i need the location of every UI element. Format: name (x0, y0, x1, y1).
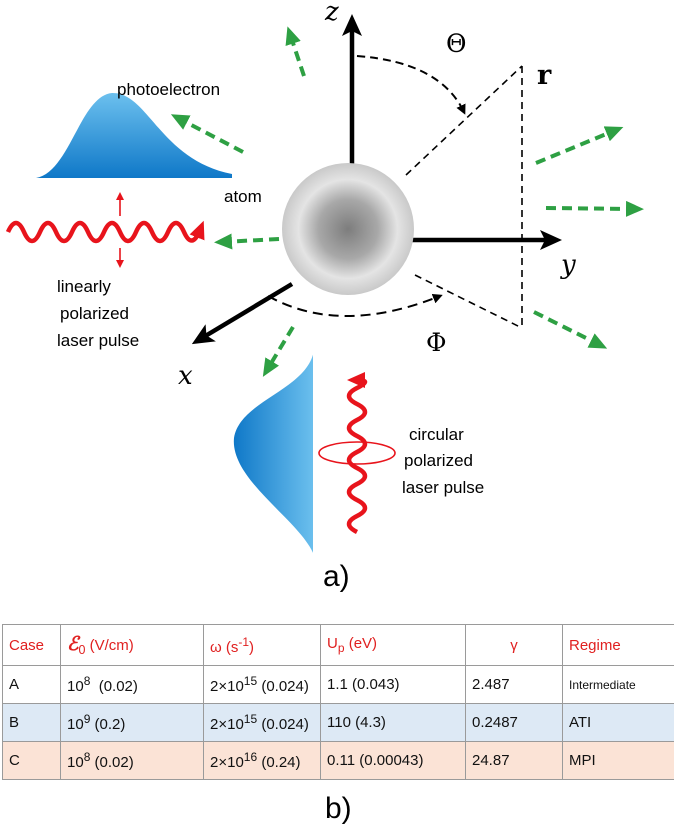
omega-pre: 2×10 (210, 716, 244, 733)
field-exp: 9 (83, 712, 91, 726)
omega-exp: 15 (243, 712, 258, 726)
atom-sphere (282, 163, 414, 295)
omega-exp: 16 (243, 750, 258, 764)
field-subscript: 0 (78, 643, 86, 657)
theta-arc (356, 55, 466, 115)
cell-regime: ATI (562, 703, 674, 742)
omega-close: ) (249, 638, 255, 656)
field-base: 10 (67, 678, 84, 695)
table-row: A 108 (0.02) 2×1015 (0.024) 1.1 (0.043) … (2, 665, 674, 704)
field-rest: (0.2) (90, 716, 126, 733)
header-case: Case (2, 624, 61, 666)
circular-pulse-label-1: circular (409, 425, 464, 444)
omega-rest: (0.024) (257, 716, 309, 733)
parameters-table-container: Case ℰ0 (V/cm) ω (s-1) Up (eV) γ Regime … (2, 624, 674, 780)
photoionization-diagram: z y x r Θ Φ photoelectron atom linearly … (5, 0, 644, 556)
green-arrow (545, 200, 644, 217)
linear-pulse-label-3: laser pulse (57, 331, 139, 350)
cell-gamma: 24.87 (465, 741, 563, 780)
omega-pre: 2×10 (210, 754, 244, 771)
cell-case: B (2, 703, 61, 742)
omega-rest: (0.024) (257, 678, 309, 695)
field-exp: 8 (83, 750, 91, 764)
green-arrow (285, 26, 306, 77)
parameters-table: Case ℰ0 (V/cm) ω (s-1) Up (eV) γ Regime … (2, 624, 674, 780)
cell-gamma: 0.2487 (465, 703, 563, 742)
green-arrow (262, 325, 295, 377)
linear-pulse-label-1: linearly (57, 277, 111, 296)
header-up: Up (eV) (320, 624, 466, 666)
cell-regime: MPI (562, 741, 674, 780)
circular-pulse-label-3: laser pulse (402, 478, 484, 497)
table-row: C 108 (0.02) 2×1016 (0.24) 0.11 (0.00043… (2, 741, 674, 780)
field-base: 10 (67, 754, 84, 771)
header-field: ℰ0 (V/cm) (60, 624, 204, 666)
phi-arc (267, 293, 443, 317)
r-vector-label: r (537, 60, 552, 91)
r-vector-line (405, 65, 523, 176)
table-row: B 109 (0.2) 2×1015 (0.024) 110 (4.3) 0.2… (2, 703, 674, 742)
field-rest: (0.02) (90, 754, 134, 771)
cell-gamma: 2.487 (465, 665, 563, 704)
coordinate-axes (191, 14, 562, 345)
linear-pulse-wave (5, 220, 205, 244)
omega-rest: (0.24) (257, 754, 301, 771)
x-axis (191, 282, 294, 345)
green-arrow (535, 126, 624, 165)
field-rest: (0.02) (90, 678, 138, 695)
atom-label: atom (224, 187, 262, 206)
table-header-row: Case ℰ0 (V/cm) ω (s-1) Up (eV) γ Regime (2, 624, 674, 666)
photoelectron-arrows (170, 26, 644, 377)
cell-omega: 2×1015 (0.024) (203, 703, 321, 742)
photoelectron-distribution-vertical (233, 350, 314, 555)
theta-label: Θ (446, 29, 467, 58)
photoelectron-distribution-horizontal (36, 92, 232, 178)
omega-sup: -1 (238, 634, 250, 649)
cell-up: 110 (4.3) (320, 703, 466, 742)
circular-pulse-wave (346, 372, 368, 535)
cell-omega: 2×1016 (0.24) (203, 741, 321, 780)
green-arrow (214, 233, 280, 250)
field-base: 10 (67, 716, 84, 733)
cell-field: 108 (0.02) (60, 665, 204, 704)
circular-pulse-label-2: polarized (404, 451, 473, 470)
cell-case: C (2, 741, 61, 780)
cell-field: 109 (0.2) (60, 703, 204, 742)
up-subscript: p (337, 641, 345, 655)
omega-text: ω (s (210, 638, 239, 656)
up-unit: (eV) (344, 635, 378, 652)
photoelectron-label: photoelectron (117, 80, 220, 99)
green-arrow (170, 114, 244, 154)
green-arrow (533, 310, 608, 349)
caption-a: a) (323, 560, 350, 593)
circular-polarization-ellipse (318, 441, 396, 465)
header-regime: Regime (562, 624, 674, 666)
cell-up: 0.11 (0.00043) (320, 741, 466, 780)
cell-field: 108 (0.02) (60, 741, 204, 780)
cell-omega: 2×1015 (0.024) (203, 665, 321, 704)
up-text: U (327, 635, 338, 652)
y-axis-label: y (560, 250, 576, 280)
header-gamma: γ (465, 624, 563, 666)
header-omega: ω (s-1) (203, 624, 321, 666)
field-symbol: ℰ (67, 633, 79, 655)
projection-lines (405, 65, 523, 329)
r-projection-line (414, 274, 523, 329)
cell-case: A (2, 665, 61, 704)
z-axis-label: z (324, 0, 339, 27)
omega-exp: 15 (243, 674, 258, 688)
field-exp: 8 (83, 674, 91, 688)
cell-regime: Intermediate (562, 665, 674, 704)
linear-pulse-label-2: polarized (60, 304, 129, 323)
caption-b: b) (325, 792, 352, 825)
x-axis-label: x (178, 361, 193, 391)
omega-pre: 2×10 (210, 678, 244, 695)
phi-label: Φ (426, 328, 447, 357)
cell-up: 1.1 (0.043) (320, 665, 466, 704)
field-unit: (V/cm) (85, 637, 134, 654)
